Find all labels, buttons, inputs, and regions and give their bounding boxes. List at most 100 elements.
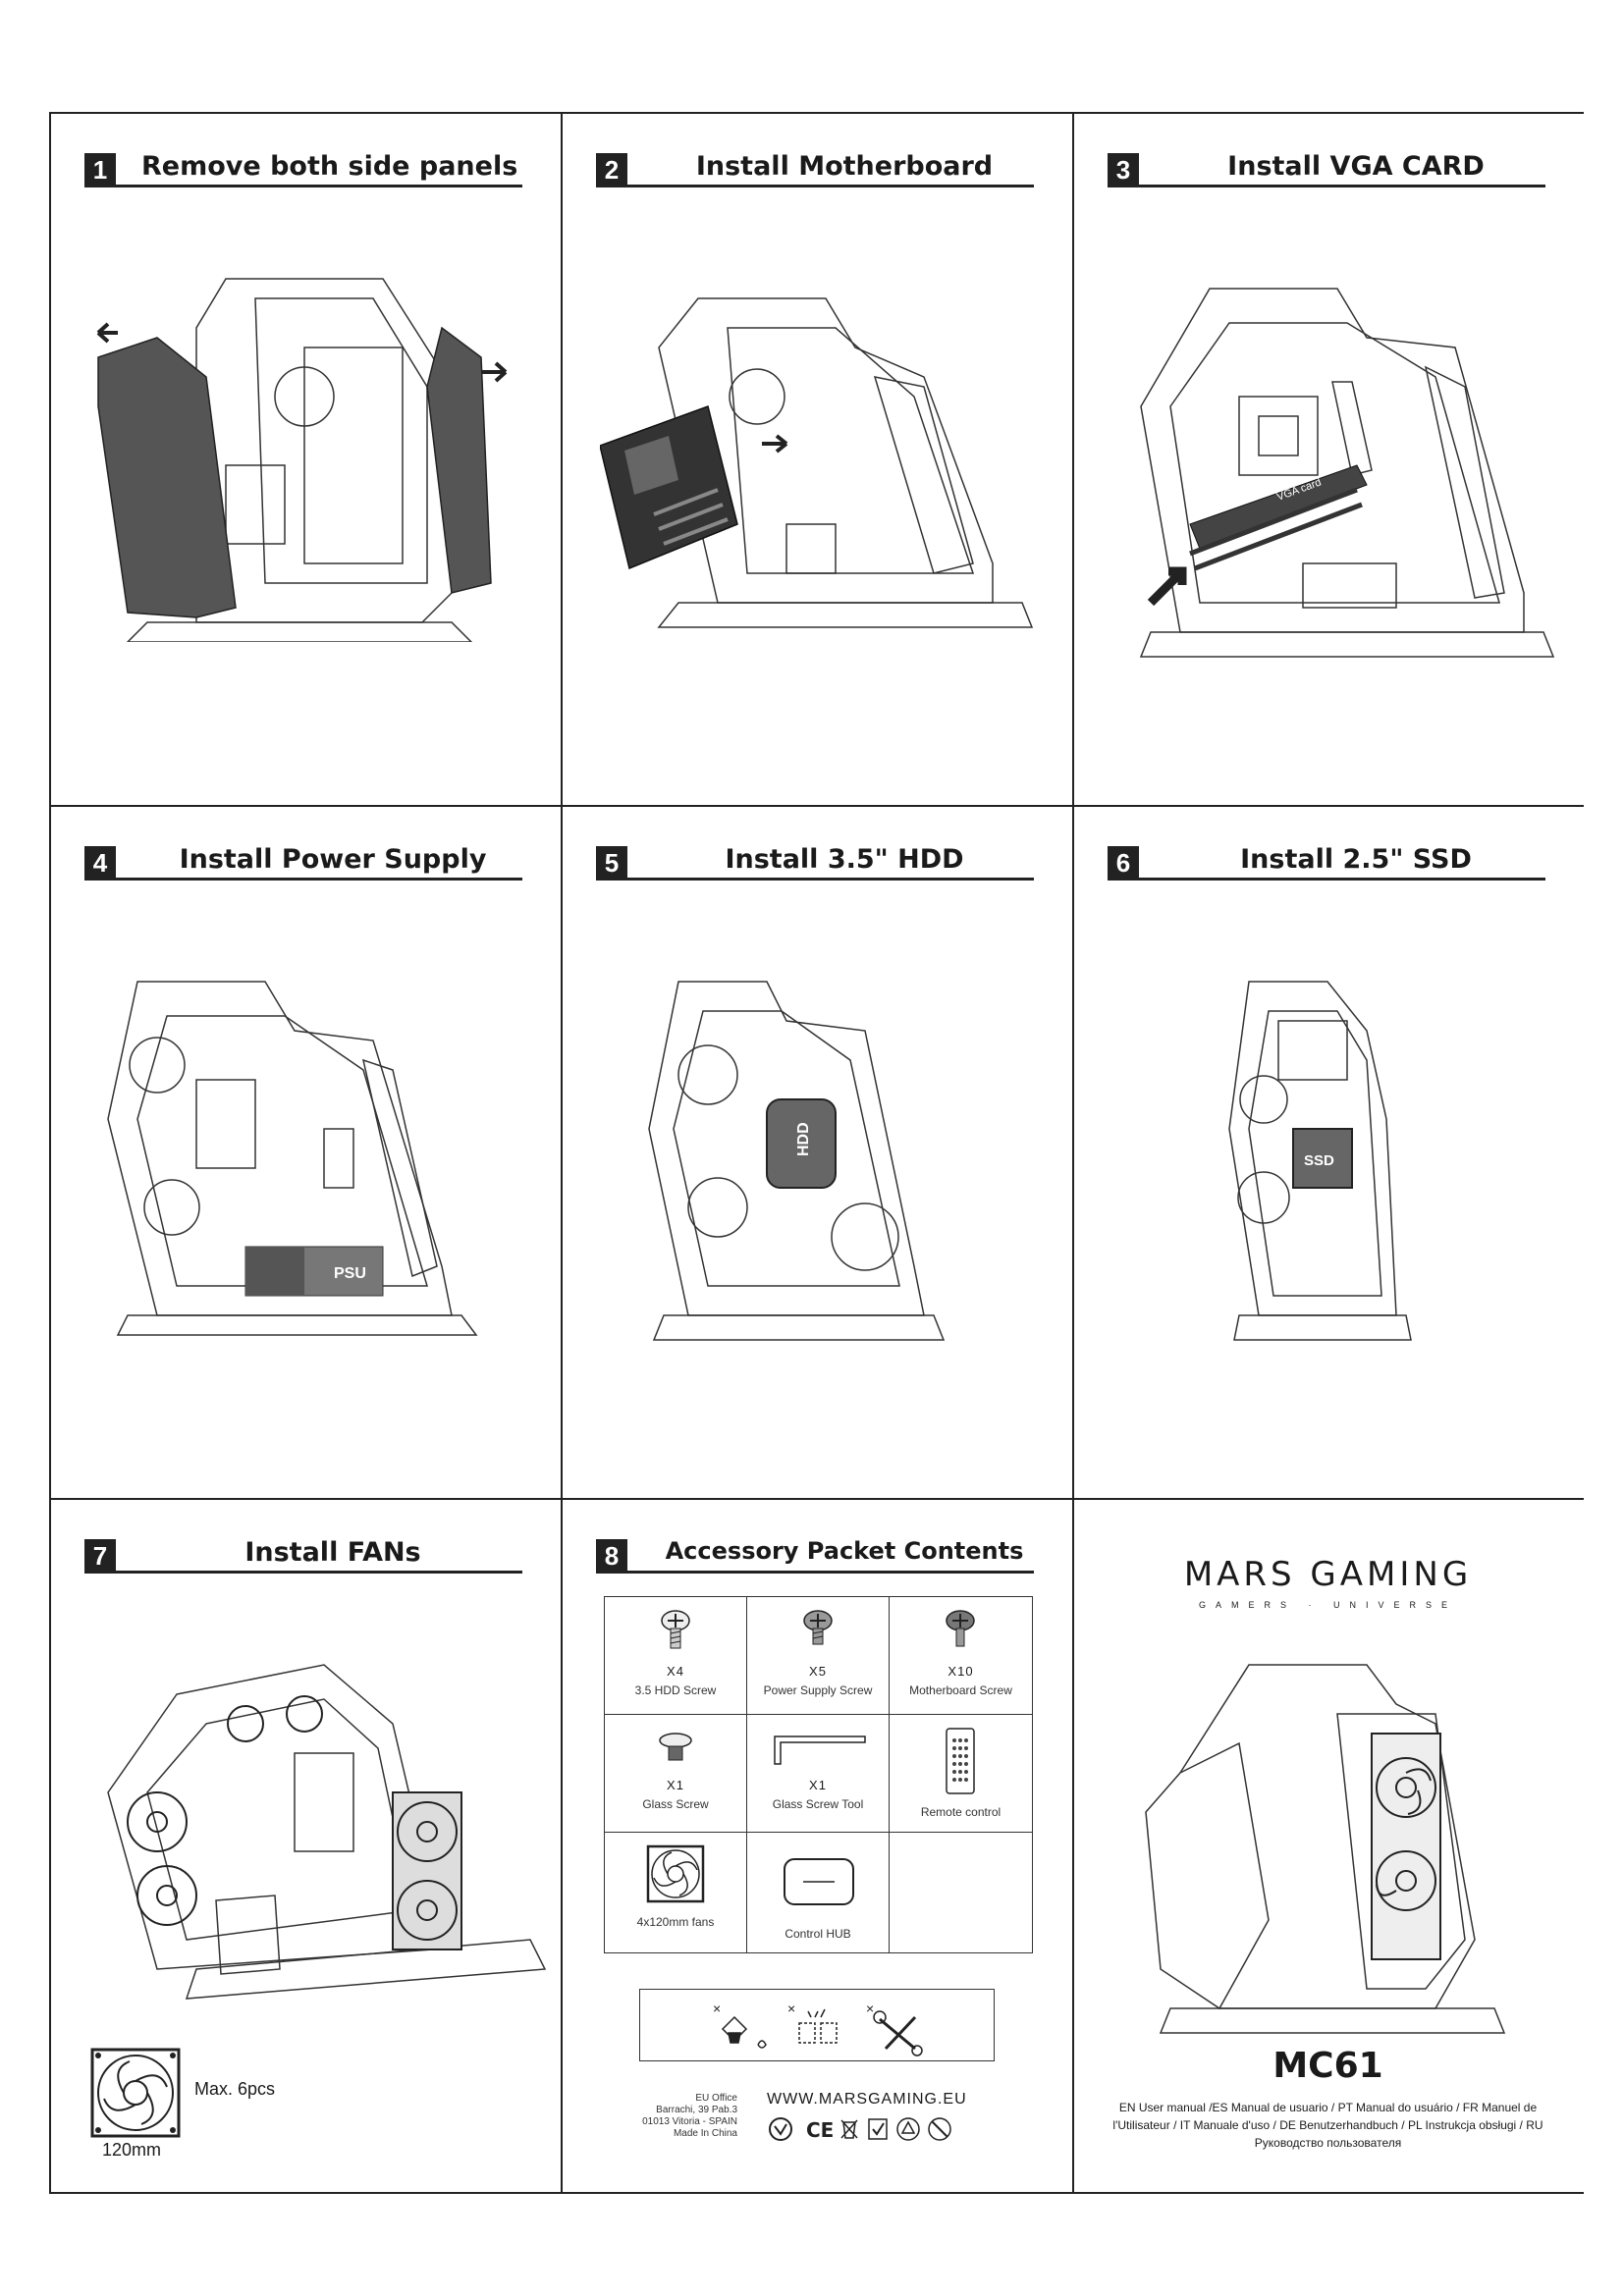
office-line: 01013 Vitoria - SPAIN (642, 2116, 737, 2127)
step-header: 1 Remove both side panels (84, 151, 522, 187)
hex-key-icon (774, 1735, 866, 1765)
office-line: EU Office (695, 2093, 737, 2104)
front-fans (1371, 1733, 1441, 1960)
fan-row (127, 1695, 462, 1950)
accessory-name: Glass Screw (642, 1797, 709, 1811)
brand-tagline: GAMERS · UNIVERSE (1198, 1600, 1457, 1610)
accessory-name: Motherboard Screw (909, 1683, 1012, 1697)
grid-line (1072, 112, 1074, 2194)
remote-icon (946, 1728, 975, 1794)
accessory-name: Glass Screw Tool (772, 1797, 864, 1811)
accessory-qty: X1 (667, 1778, 684, 1792)
accessory-qty: X10 (947, 1664, 974, 1679)
accessory-name: 4x120mm fans (636, 1915, 715, 1929)
accessory-name: Control HUB (785, 1927, 851, 1941)
hdd-illustration: HDD (648, 981, 946, 1341)
fan-icon (646, 1844, 705, 1903)
grid-line (49, 805, 1584, 807)
accessory-name: 3.5 HDD Screw (634, 1683, 717, 1697)
step-8-panel: 8 Accessory Packet Contents X4 3.5 HDD S… (561, 1498, 1072, 2191)
brand-panel: MARS GAMING GAMERS · UNIVERSE MC61 EN Us… (1072, 1498, 1584, 2191)
accessory-qty: X5 (809, 1664, 827, 1679)
step-5-panel: 5 Install 3.5" HDD HDD (561, 805, 1072, 1498)
accessory-cell: X5 Power Supply Screw (747, 1597, 890, 1715)
step-6-panel: 6 Install 2.5" SSD SSD (1072, 805, 1584, 1498)
step-number: 8 (596, 1539, 627, 1571)
screw-icon (803, 1610, 833, 1645)
vga-card-illustration: VGA card (1139, 288, 1555, 658)
step-title: Install Power Supply (179, 844, 487, 875)
step-title: Install 2.5" SSD (1240, 844, 1472, 875)
step-header: 4 Install Power Supply (84, 844, 522, 881)
step-title: Accessory Packet Contents (665, 1537, 1024, 1565)
rohs-icon (868, 2118, 888, 2140)
ce-mark-icon: CE (806, 2118, 834, 2142)
vga-card: VGA card (1189, 464, 1368, 571)
step-number: 4 (84, 846, 116, 878)
glass-screw-icon (659, 1733, 692, 1761)
motherboard-board (600, 405, 738, 570)
step-header: 2 Install Motherboard (596, 151, 1034, 187)
accessory-name: Remote control (920, 1805, 1001, 1819)
step-4-panel: 4 Install Power Supply PSU (49, 805, 561, 1498)
fans-illustration (107, 1664, 547, 2000)
website-link[interactable]: WWW.MARSGAMING.EU (767, 2091, 967, 2108)
step-title: Install 3.5" HDD (725, 844, 964, 875)
fan-max-label: Max. 6pcs (194, 2079, 276, 2099)
accessory-cell: X1 Glass Screw Tool (747, 1715, 890, 1833)
accessory-cell: X4 3.5 HDD Screw (605, 1597, 747, 1715)
warning-icons: × × × (713, 2001, 923, 2056)
case-panels-illustration (96, 278, 508, 642)
step-7-panel: 7 Install FANs (49, 1498, 561, 2191)
accessory-cell: X10 Motherboard Screw (890, 1597, 1032, 1715)
grid-line (49, 112, 1584, 114)
grid-line (561, 112, 563, 2194)
office-line: Made In China (673, 2128, 737, 2139)
recycle-icon (769, 2117, 792, 2141)
manual-languages: EN User manual /ES Manual de usuario / P… (1112, 2101, 1543, 2150)
accessory-cell: Control HUB (747, 1833, 890, 1952)
grid-line (49, 1498, 1584, 1500)
svg-text:×: × (787, 2001, 795, 2016)
no-break-icon (798, 2022, 838, 2044)
step-title: Install FANs (244, 1537, 421, 1568)
step-2-panel: 2 Install Motherboard (561, 112, 1072, 805)
brand-logo: MARS GAMING (1183, 1555, 1473, 1594)
step-title: Install Motherboard (695, 151, 994, 182)
accessory-table: X4 3.5 HDD Screw X5 Power Supply Screw (604, 1596, 1033, 1953)
step-number: 1 (84, 153, 116, 185)
step-number: 2 (596, 153, 627, 185)
step-header: 5 Install 3.5" HDD (596, 844, 1034, 881)
accessory-cell-empty (890, 1833, 1032, 1952)
step-number: 7 (84, 1539, 116, 1571)
ssd-illustration: SSD (1228, 981, 1412, 1341)
no-tools-icon (879, 2015, 917, 2051)
power-supply-illustration: PSU (107, 981, 478, 1336)
step-header: 6 Install 2.5" SSD (1108, 844, 1545, 881)
ssd-label: SSD (1304, 1152, 1334, 1169)
accessory-qty: X4 (667, 1664, 684, 1679)
step-1-panel: 1 Remove both side panels (49, 112, 561, 805)
psu-label: PSU (334, 1265, 366, 1282)
instruction-grid: 1 Remove both side panels 2 Install Moth… (49, 112, 1584, 2194)
fan-icon (90, 2048, 181, 2138)
step-number: 5 (596, 846, 627, 878)
step-number: 3 (1108, 153, 1139, 185)
step-title: Install VGA CARD (1227, 151, 1485, 182)
step-title: Remove both side panels (141, 151, 518, 182)
office-address: EU Office Barrachi, 39 Pab.3 01013 Vitor… (620, 2093, 737, 2140)
motherboard-illustration (600, 297, 1034, 628)
screw-icon (661, 1610, 690, 1649)
accessory-cell: 4x120mm fans (605, 1833, 747, 1952)
accessory-cell: Remote control (890, 1715, 1032, 1833)
grid-line (49, 2192, 1584, 2194)
recycle-triangle-icon (896, 2117, 920, 2141)
hdd-unit: HDD (766, 1098, 837, 1189)
no-disposal-icon (928, 2117, 951, 2141)
step-header: 8 Accessory Packet Contents (596, 1537, 1034, 1574)
grid-line (49, 112, 51, 2194)
accessory-name: Power Supply Screw (763, 1683, 873, 1697)
model-name: MC61 (1272, 2046, 1383, 2086)
screw-icon (946, 1610, 975, 1647)
accessory-qty: X1 (809, 1778, 827, 1792)
